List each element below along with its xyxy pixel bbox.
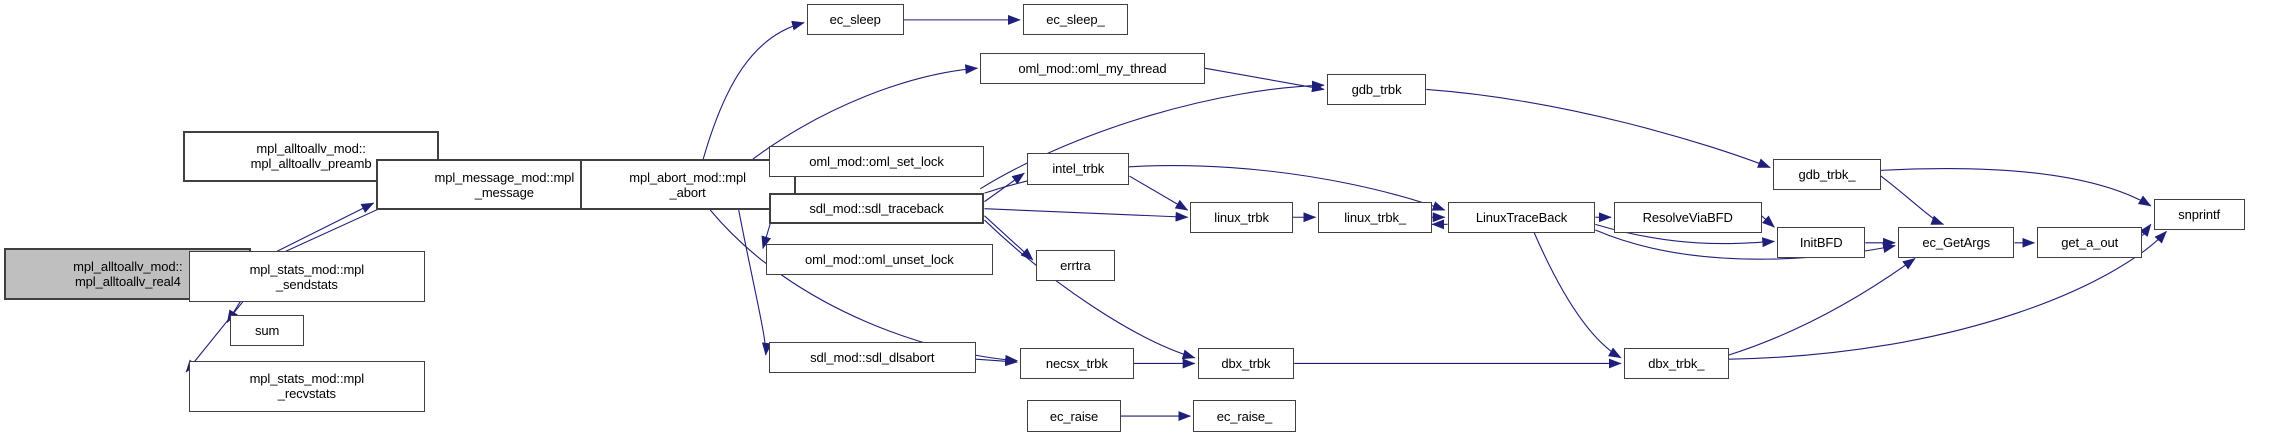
graph-node[interactable]: linux_trbk_ bbox=[1318, 201, 1432, 233]
graph-node-label: ResolveViaBFD bbox=[1642, 209, 1733, 225]
graph-node-label: mpl_message_mod::mpl _message bbox=[434, 169, 575, 200]
graph-edge bbox=[753, 64, 979, 159]
graph-node[interactable]: gdb_trbk_ bbox=[1772, 159, 1881, 191]
graph-node[interactable]: oml_mod::oml_my_thread bbox=[980, 52, 1205, 84]
graph-node-label: ec_sleep bbox=[829, 12, 881, 28]
graph-edge bbox=[710, 210, 1018, 365]
graph-node[interactable]: InitBFD bbox=[1777, 227, 1866, 259]
graph-node-label: ec_raise_ bbox=[1216, 408, 1273, 424]
graph-edge bbox=[1534, 233, 1622, 358]
graph-edge bbox=[703, 20, 805, 159]
graph-node-label: mpl_stats_mod::mpl _sendstats bbox=[249, 261, 365, 292]
graph-node[interactable]: LinuxTraceBack bbox=[1447, 201, 1596, 233]
graph-edge bbox=[1729, 258, 1916, 355]
graph-node[interactable]: ResolveViaBFD bbox=[1613, 201, 1762, 233]
graph-node-label: intel_trbk bbox=[1052, 161, 1105, 177]
graph-node[interactable]: get_a_out bbox=[2037, 227, 2143, 259]
graph-node-label: linux_trbk_ bbox=[1344, 209, 1407, 225]
graph-node[interactable]: sdl_mod::sdl_dlsabort bbox=[768, 342, 976, 374]
graph-node-label: oml_mod::oml_my_thread bbox=[1018, 60, 1167, 76]
graph-node[interactable]: ec_GetArgs bbox=[1897, 227, 2015, 259]
graph-node-label: sdl_mod::sdl_dlsabort bbox=[810, 350, 935, 366]
graph-node[interactable]: linux_trbk bbox=[1190, 201, 1293, 233]
graph-edge bbox=[1426, 89, 1771, 167]
graph-node[interactable]: mpl_stats_mod::mpl _sendstats bbox=[188, 251, 425, 303]
graph-edge bbox=[1881, 176, 1945, 224]
graph-node-label: gdb_trbk_ bbox=[1798, 167, 1856, 183]
graph-node[interactable]: ec_raise_ bbox=[1193, 400, 1296, 432]
graph-node-label: LinuxTraceBack bbox=[1475, 209, 1568, 225]
graph-edge bbox=[1762, 216, 1775, 227]
graph-node-label: InitBFD bbox=[1799, 235, 1843, 251]
graph-edge bbox=[984, 220, 1196, 360]
graph-node[interactable]: dbx_trbk_ bbox=[1623, 347, 1729, 380]
graph-node[interactable]: dbx_trbk bbox=[1197, 347, 1295, 380]
graph-node-label: ec_sleep_ bbox=[1046, 12, 1105, 28]
graph-node-label: oml_mod::oml_unset_lock bbox=[804, 252, 954, 268]
graph-node[interactable]: ec_sleep bbox=[806, 4, 904, 36]
graph-node-label: errtra bbox=[1060, 258, 1091, 273]
graph-edge bbox=[984, 209, 1189, 222]
graph-node-label: mpl_abort_mod::mpl _abort bbox=[629, 169, 746, 200]
graph-node[interactable]: ec_raise bbox=[1027, 400, 1121, 432]
graph-node[interactable]: sum bbox=[230, 315, 304, 347]
graph-node-label: gdb_trbk bbox=[1351, 81, 1402, 97]
graph-node-label: sdl_mod::sdl_traceback bbox=[809, 201, 944, 217]
graph-node-label: ec_GetArgs bbox=[1922, 235, 1991, 251]
graph-node-label: snprintf bbox=[2178, 206, 2221, 222]
graph-node-label: necsx_trbk bbox=[1045, 355, 1108, 371]
graph-node-label: sum bbox=[254, 323, 280, 339]
graph-node[interactable]: intel_trbk bbox=[1027, 153, 1130, 185]
graph-edge bbox=[186, 291, 251, 373]
graph-edge bbox=[1129, 176, 1189, 210]
graph-node-label: dbx_trbk bbox=[1221, 355, 1271, 371]
graph-node[interactable]: gdb_trbk bbox=[1326, 73, 1427, 106]
graph-node-label: get_a_out bbox=[2061, 235, 2119, 251]
graph-node[interactable]: mpl_stats_mod::mpl _recvstats bbox=[188, 360, 425, 412]
graph-node[interactable]: necsx_trbk bbox=[1020, 347, 1134, 380]
graph-node[interactable]: oml_mod::oml_set_lock bbox=[768, 146, 985, 178]
graph-node[interactable]: oml_mod::oml_unset_lock bbox=[765, 244, 993, 276]
graph-node[interactable]: snprintf bbox=[2153, 198, 2245, 231]
graph-node[interactable]: mpl_abort_mod::mpl _abort bbox=[579, 159, 796, 211]
graph-node-label: linux_trbk bbox=[1214, 209, 1269, 225]
graph-node-label: mpl_alltoallv_mod:: mpl_alltoallv_preamb bbox=[250, 141, 372, 172]
graph-node[interactable]: sdl_mod::sdl_traceback bbox=[768, 193, 985, 225]
graph-node-label: ec_raise bbox=[1049, 408, 1099, 424]
graph-node-label: dbx_trbk_ bbox=[1648, 355, 1705, 371]
graph-edge bbox=[984, 216, 1032, 260]
graph-node[interactable]: ec_sleep_ bbox=[1022, 4, 1128, 36]
graph-edge bbox=[976, 356, 1018, 367]
graph-edge bbox=[980, 80, 1325, 189]
graph-edge bbox=[2139, 223, 2151, 237]
graph-node-label: oml_mod::oml_set_lock bbox=[809, 154, 944, 170]
graph-node-label: mpl_stats_mod::mpl _recvstats bbox=[249, 371, 365, 402]
graph-edge bbox=[739, 210, 772, 356]
graph-edge bbox=[1595, 230, 1896, 259]
graph-edge bbox=[1881, 169, 2152, 206]
graph-node-label: mpl_alltoallv_mod:: mpl_alltoallv_real4 bbox=[73, 259, 183, 290]
graph-node[interactable]: errtra bbox=[1035, 249, 1116, 282]
